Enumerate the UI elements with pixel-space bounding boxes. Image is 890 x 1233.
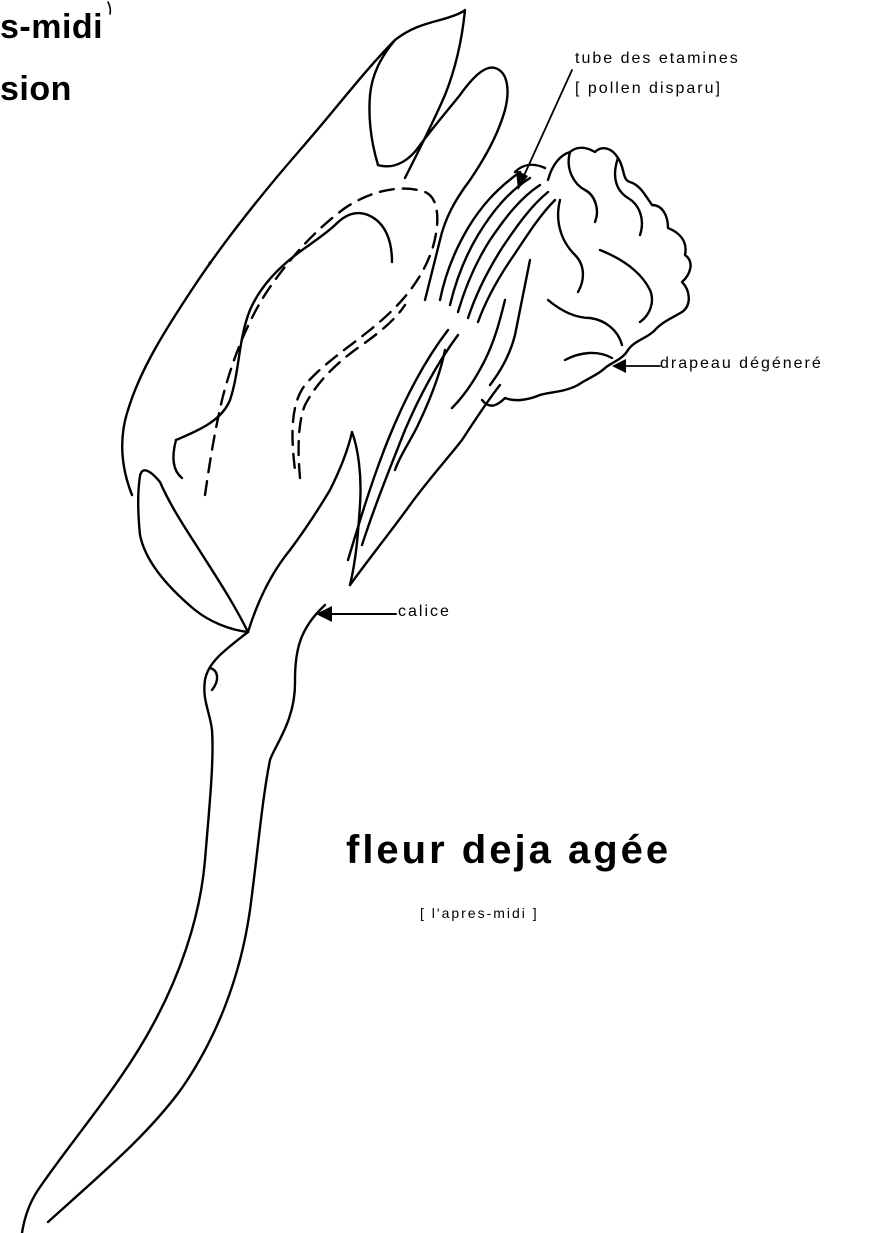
degenerate-petal-fold-3 — [558, 200, 583, 292]
inner-petal-lobe — [378, 68, 508, 180]
header-tick-mark — [108, 2, 110, 14]
stem-right-edge — [48, 605, 325, 1222]
label-tube-line-1: tube des etamines — [575, 50, 740, 68]
keel-dashed-inner — [299, 305, 405, 478]
degenerate-petal-fold-5 — [490, 260, 530, 385]
wing-petal-lower — [174, 440, 182, 478]
stray-dot — [208, 261, 211, 264]
tube-arrow-line — [522, 70, 572, 180]
calice-arrowhead — [316, 606, 332, 622]
caption-title: fleur deja agée — [346, 828, 671, 873]
label-calice: calice — [398, 603, 451, 621]
degenerate-petal-fold-4 — [600, 250, 652, 322]
degenerate-petal-fold-6 — [548, 300, 622, 345]
label-drapeau: drapeau dégéneré — [660, 355, 823, 373]
caption-subtitle: [ l'apres-midi ] — [420, 905, 539, 921]
degenerate-petal-fold-9 — [565, 353, 612, 360]
outer-petal-inner-fold — [369, 40, 395, 165]
degenerate-petal-fold-7 — [452, 300, 505, 408]
label-tube-line-2: [ pollen disparu] — [575, 80, 722, 98]
stem-nub — [210, 668, 217, 690]
degenerate-petal-fold-1 — [569, 152, 597, 222]
degenerate-petal-fold-2 — [615, 158, 642, 235]
wing-petal-outline — [176, 213, 392, 440]
calyx-left-lobe — [138, 470, 248, 632]
keel-dashed-outline — [205, 189, 437, 495]
stamen-tube-1 — [440, 172, 520, 300]
calyx-center-sepal — [248, 432, 361, 632]
